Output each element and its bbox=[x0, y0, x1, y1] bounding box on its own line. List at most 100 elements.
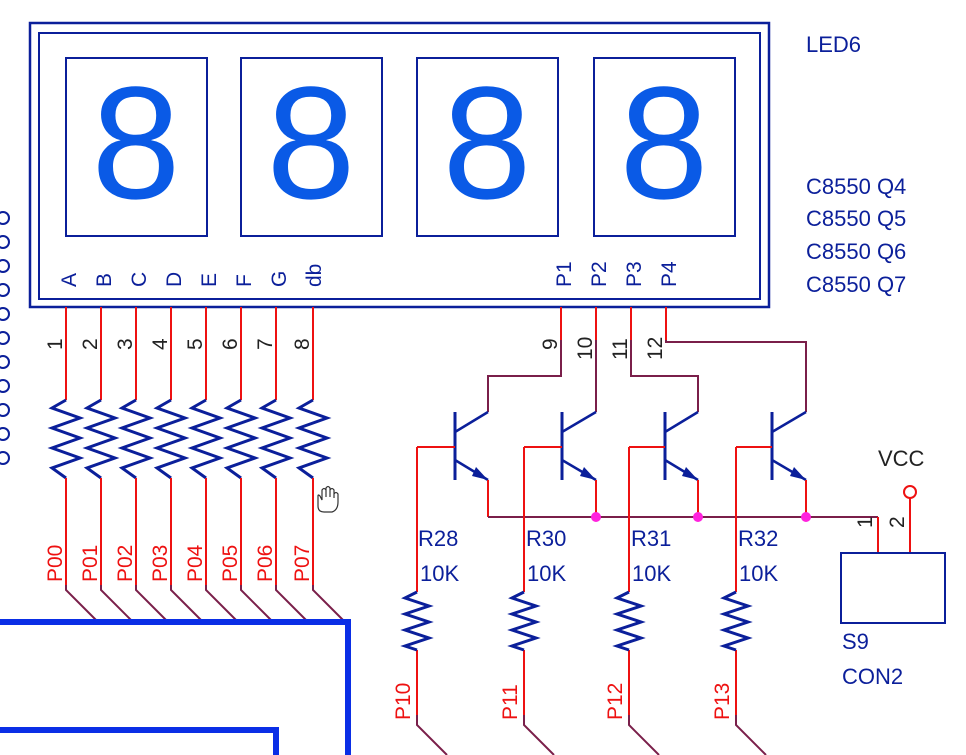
vcc-terminal bbox=[903, 485, 917, 499]
connector-pin-number: 1 bbox=[854, 516, 877, 528]
pin-number: 2 bbox=[79, 338, 102, 350]
resistor-zigzag bbox=[82, 398, 120, 480]
junction-dot bbox=[591, 512, 601, 522]
common-pin-name: P2 bbox=[588, 261, 611, 287]
port-label: P07 bbox=[291, 545, 314, 582]
data-bus bbox=[0, 619, 351, 755]
transistor-q6 bbox=[629, 410, 699, 517]
common-pin-number: 9 bbox=[539, 338, 562, 350]
transistor-label: C8550 Q6 bbox=[806, 239, 906, 264]
segment-pin-name: D bbox=[163, 272, 186, 287]
port-label: P02 bbox=[114, 545, 137, 582]
digit-glyph: 8 bbox=[620, 53, 709, 232]
common-pin-leads bbox=[560, 307, 667, 340]
port-label: P04 bbox=[184, 544, 207, 582]
segment-pin-name: F bbox=[233, 274, 256, 287]
digit-glyph: 8 bbox=[92, 53, 181, 232]
port-label: P01 bbox=[79, 545, 102, 582]
resistor-value: 10K bbox=[420, 561, 459, 586]
resistor-zigzag bbox=[222, 398, 260, 480]
resistor-ref: R28 bbox=[418, 526, 458, 551]
resistor-zigzag bbox=[187, 398, 225, 480]
segment-resistor-lower-leads bbox=[65, 478, 314, 585]
digit-box: 8 bbox=[240, 53, 383, 237]
segment-pin-name: A bbox=[58, 273, 81, 287]
common-pin-number: 10 bbox=[574, 337, 597, 360]
connector-ref: S9 bbox=[842, 629, 869, 654]
pin-number: 7 bbox=[254, 338, 277, 350]
common-pin-name: P4 bbox=[658, 261, 681, 287]
bus-entries bbox=[65, 585, 344, 621]
common-pin-number: 12 bbox=[644, 337, 667, 360]
segment-resistors bbox=[47, 398, 332, 480]
port-label: P11 bbox=[499, 684, 522, 720]
digit-box: 8 bbox=[65, 53, 208, 237]
led-display-inner-frame bbox=[38, 32, 761, 300]
resistor-zigzag bbox=[117, 398, 155, 480]
resistor-zigzag bbox=[719, 590, 753, 652]
transistor-q4 bbox=[417, 410, 489, 517]
digit-box: 8 bbox=[593, 53, 736, 237]
resistor-ref: R31 bbox=[631, 526, 671, 551]
port-label: P12 bbox=[604, 683, 627, 720]
led-display-outer-frame bbox=[28, 21, 771, 309]
pin-number: 4 bbox=[149, 338, 172, 350]
pin-number: 1 bbox=[44, 338, 67, 350]
port-label: P13 bbox=[711, 683, 734, 720]
resistor-zigzag bbox=[257, 398, 295, 480]
port-label: P10 bbox=[392, 683, 415, 720]
pin-number: 6 bbox=[219, 338, 242, 350]
transistor-q5 bbox=[524, 410, 597, 517]
connector-body bbox=[840, 552, 946, 624]
port-label: P00 bbox=[44, 545, 67, 582]
port-label: P05 bbox=[219, 545, 242, 582]
base-resistors bbox=[400, 590, 753, 652]
segment-pin-name: E bbox=[198, 273, 221, 287]
pin-number: 8 bbox=[291, 338, 314, 350]
transistor-label: C8550 Q4 bbox=[806, 174, 906, 199]
port-label: P03 bbox=[149, 545, 172, 582]
resistor-zigzag bbox=[47, 398, 85, 480]
resistor-zigzag bbox=[507, 590, 541, 652]
digit-box: 8 bbox=[416, 53, 559, 237]
port-label: P06 bbox=[254, 545, 277, 582]
common-pin-number: 11 bbox=[609, 338, 632, 360]
digit-glyph: 8 bbox=[267, 53, 356, 232]
hand-cursor-icon bbox=[317, 485, 339, 513]
connector-pin-number: 2 bbox=[886, 516, 909, 528]
transistor-label: C8550 Q5 bbox=[806, 206, 906, 231]
base-bus-entries bbox=[416, 715, 767, 755]
common-pin-name: P1 bbox=[553, 261, 576, 287]
resistor-value: 10K bbox=[527, 561, 566, 586]
segment-pin-name: G bbox=[268, 271, 291, 287]
pin-number: 3 bbox=[114, 338, 137, 350]
resistor-zigzag bbox=[152, 398, 190, 480]
resistor-value: 10K bbox=[632, 561, 671, 586]
transistor-q7 bbox=[736, 410, 807, 517]
junction-dot bbox=[693, 512, 703, 522]
vcc-label: VCC bbox=[878, 446, 925, 471]
segment-pin-leads bbox=[65, 307, 314, 400]
collector-wires bbox=[487, 340, 807, 412]
common-pin-name: P3 bbox=[623, 261, 646, 287]
resistor-zigzag bbox=[400, 590, 434, 652]
resistor-ref: R30 bbox=[526, 526, 566, 551]
led-ref-label: LED6 bbox=[806, 32, 861, 57]
resistor-zigzag bbox=[612, 590, 646, 652]
resistor-ref: R32 bbox=[738, 526, 778, 551]
connector-type: CON2 bbox=[842, 664, 903, 689]
pin-number: 5 bbox=[184, 338, 207, 350]
segment-pin-name: B bbox=[93, 273, 116, 287]
left-edge-component-fragment bbox=[0, 211, 10, 465]
led-display: 8 8 8 8 A B C D E F G db P1 P2 P3 P4 bbox=[28, 21, 771, 309]
segment-pin-name: db bbox=[303, 264, 326, 287]
connector-s9: 1 2 VCC S9 CON2 bbox=[840, 446, 946, 689]
segment-pin-name: C bbox=[128, 272, 151, 287]
base-resistor-leads bbox=[416, 447, 737, 715]
resistor-value: 10K bbox=[739, 561, 778, 586]
junction-dots bbox=[591, 512, 811, 522]
transistor-label: C8550 Q7 bbox=[806, 272, 906, 297]
digit-glyph: 8 bbox=[443, 53, 532, 232]
junction-dot bbox=[801, 512, 811, 522]
